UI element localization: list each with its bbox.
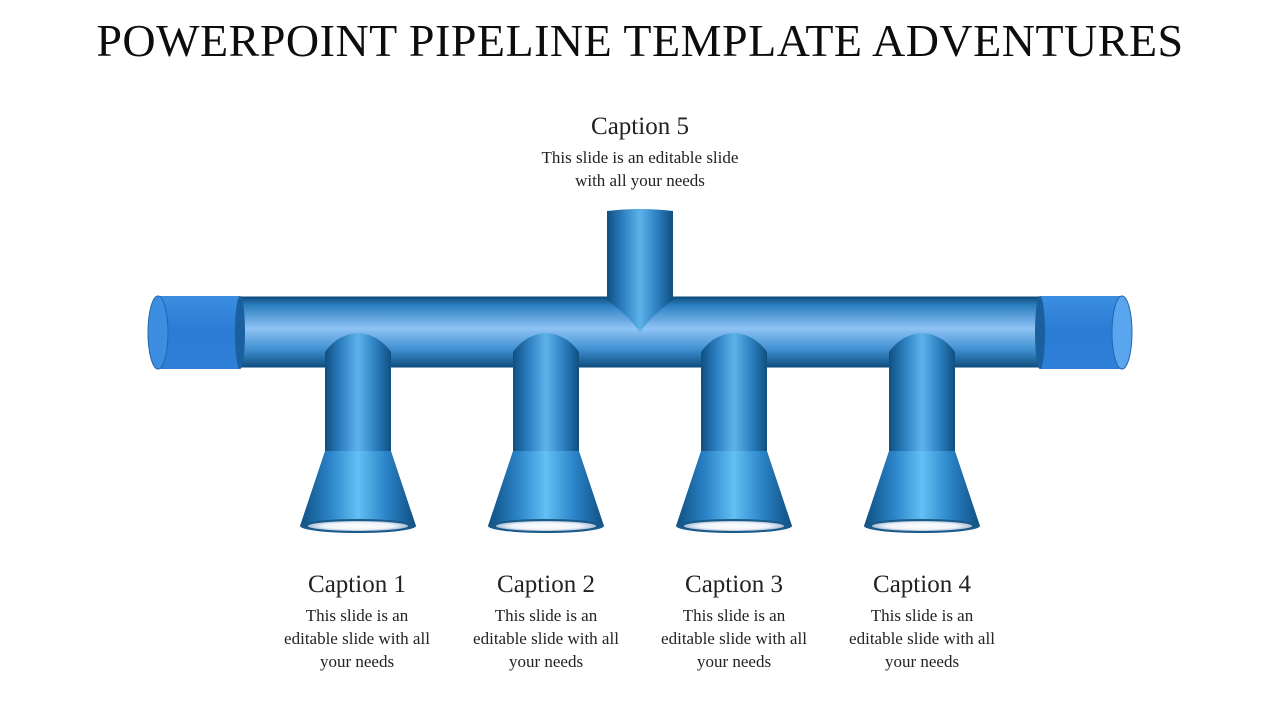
branch-pipe	[325, 333, 391, 452]
left-end-cap	[147, 295, 245, 370]
branch-4	[864, 333, 980, 533]
caption-3-title: Caption 3	[685, 571, 783, 598]
top-branch-pipe	[607, 209, 673, 332]
caption-1-text: This slide is an editable slide with all…	[284, 606, 430, 671]
nozzle	[488, 451, 604, 526]
nozzle-opening	[684, 521, 784, 531]
nozzle-opening	[872, 521, 972, 531]
nozzle	[864, 451, 980, 526]
branch-1	[300, 333, 416, 533]
branch-pipe	[513, 333, 579, 452]
caption-5-text: This slide is an editable slide with all…	[541, 148, 739, 190]
caption-3-text: This slide is an editable slide with all…	[661, 606, 807, 671]
branch-2	[488, 333, 604, 533]
nozzle-opening	[308, 521, 408, 531]
caption-5-title: Caption 5	[591, 113, 689, 140]
caption-4-text: This slide is an editable slide with all…	[849, 606, 995, 671]
nozzle	[300, 451, 416, 526]
nozzle	[676, 451, 792, 526]
caption-2-text: This slide is an editable slide with all…	[473, 606, 619, 671]
caption-1: Caption 1 This slide is an editable slid…	[277, 570, 437, 673]
slide-title: POWERPOINT PIPELINE TEMPLATE ADVENTURES	[96, 15, 1184, 66]
caption-1-title: Caption 1	[308, 571, 406, 598]
branch-pipe	[889, 333, 955, 452]
branch-3	[676, 333, 792, 533]
caption-2: Caption 2 This slide is an editable slid…	[466, 570, 626, 673]
nozzle-opening	[496, 521, 596, 531]
right-end-cap	[1035, 295, 1133, 370]
branch-pipe	[701, 333, 767, 452]
caption-3: Caption 3 This slide is an editable slid…	[654, 570, 814, 673]
caption-4: Caption 4 This slide is an editable slid…	[842, 570, 1002, 673]
caption-2-title: Caption 2	[497, 571, 595, 598]
caption-4-title: Caption 4	[873, 571, 971, 598]
caption-5: Caption 5 This slide is an editable slid…	[520, 112, 760, 192]
